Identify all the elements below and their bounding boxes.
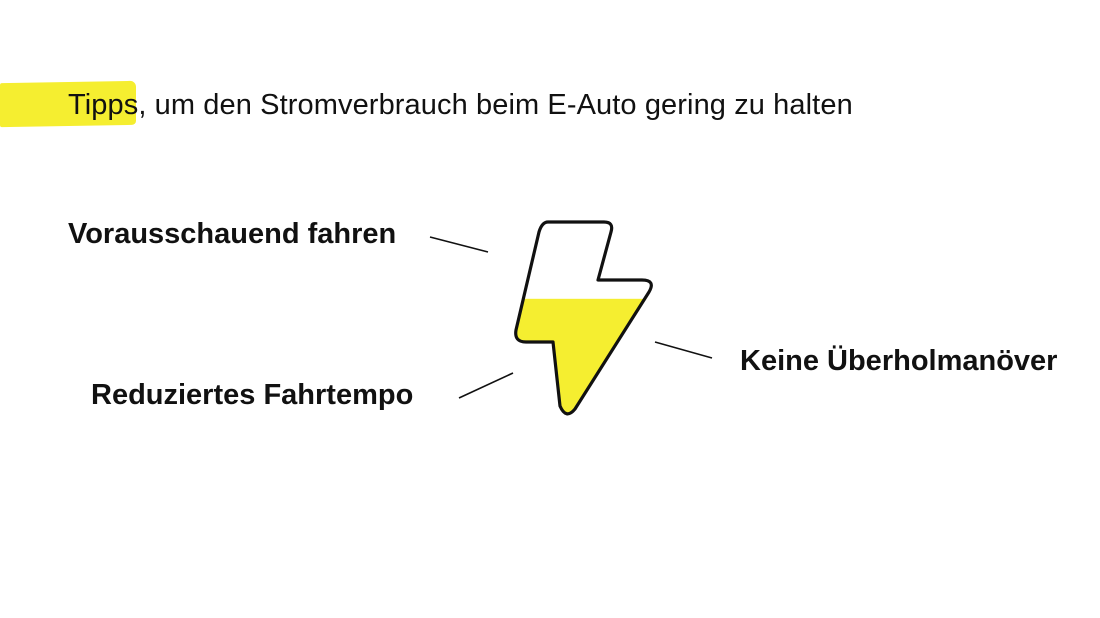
bolt-outline xyxy=(514,220,653,416)
bolt-fill-level xyxy=(515,298,652,414)
tip-keine-ueberholmanoever: Keine Überholmanöver xyxy=(740,345,1058,377)
lightning-bolt-icon xyxy=(514,220,653,416)
tip-vorausschauend-fahren: Vorausschauend fahren xyxy=(68,218,397,250)
connector-line-tip-1 xyxy=(429,236,489,253)
connector-line-tip-3 xyxy=(654,341,713,359)
page-title: Tipps, um den Stromverbrauch beim E-Auto… xyxy=(68,89,853,121)
connector-line-tip-2 xyxy=(458,372,514,399)
tip-reduziertes-fahrtempo: Reduziertes Fahrtempo xyxy=(91,379,414,411)
